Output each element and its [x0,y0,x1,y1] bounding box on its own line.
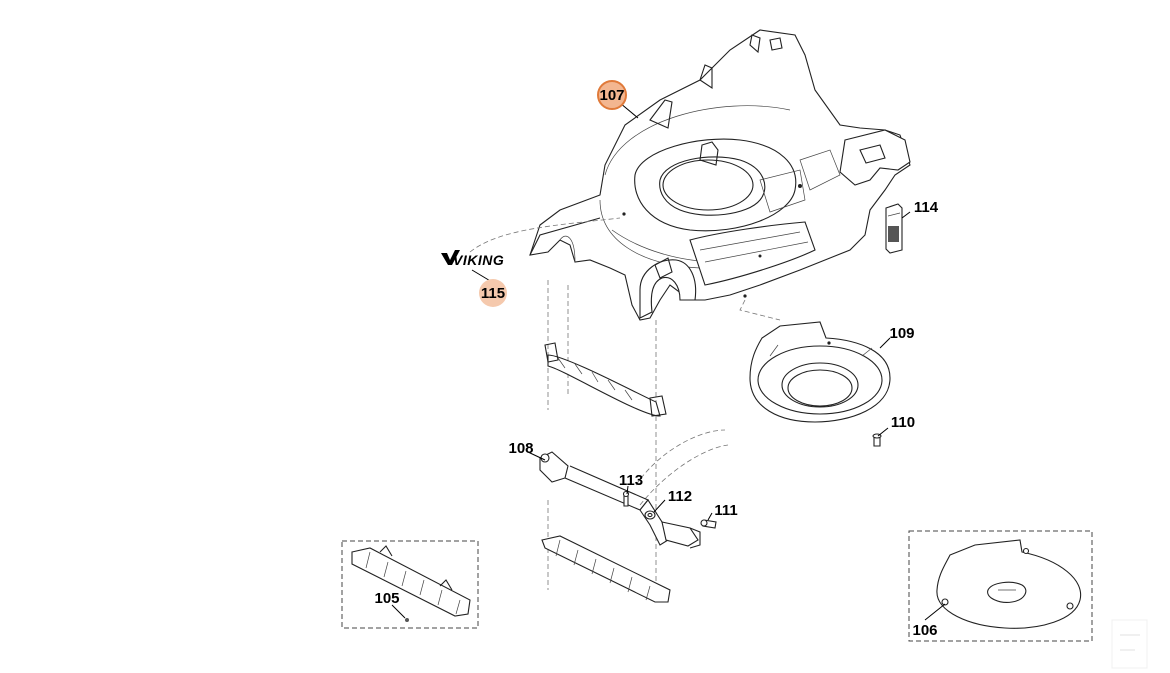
callout-115[interactable]: 115 [479,279,507,307]
blade-shroud-part-109[interactable] [749,321,891,423]
highlight-fill [479,279,507,307]
callout-label: 108 [508,440,533,457]
callout-108[interactable]: 108 [508,440,533,457]
part-105-frame [341,540,479,629]
leader-114 [901,211,911,219]
highlight-ring [597,80,627,110]
callout-106[interactable]: 106 [912,622,937,639]
assembly-line [739,299,781,321]
height-adjuster-part-105[interactable] [351,545,471,622]
leader-106 [924,603,946,621]
logo-decal-part-115[interactable]: VIKING [441,250,504,268]
leader-105 [391,604,406,619]
leader-110 [877,427,889,437]
leader-109 [879,337,891,349]
callout-label: 115 [481,285,505,302]
callout-label: 113 [619,472,643,489]
callout-113[interactable]: 113 [619,472,643,489]
callout-label: 110 [891,414,915,431]
screw-part-110[interactable] [872,433,882,447]
callout-label: 106 [912,622,937,639]
callout-111[interactable]: 111 [714,502,737,519]
callout-114[interactable]: 114 [914,199,939,216]
callout-label: 111 [714,502,737,519]
leader-113 [626,485,629,495]
leader-107 [619,102,639,119]
leader-112 [653,499,666,513]
callout-107[interactable]: 107 [597,80,627,110]
leader-108 [527,451,546,461]
callout-label: 107 [599,87,624,104]
callout-label: 105 [374,590,399,607]
washer-part-112[interactable] [644,510,656,520]
logo-mark-icon [441,250,460,265]
callout-109[interactable]: 109 [889,325,914,342]
callout-112[interactable]: 112 [668,488,692,505]
height-adjuster-context [541,535,671,603]
callout-label: 112 [668,488,692,505]
bolt-part-113[interactable] [622,490,630,507]
handle-context [544,342,729,506]
cover-disc-part-106[interactable] [936,539,1082,629]
clip-part-114[interactable] [885,203,903,254]
logo-text: VIKING [453,252,504,268]
callout-label: 114 [914,199,939,216]
leader-111 [707,512,713,521]
part-106-frame [908,530,1093,642]
callout-110[interactable]: 110 [891,414,915,431]
callout-label: 109 [889,325,914,342]
screw-part-111[interactable] [700,519,717,529]
deck-housing-part-107[interactable] [529,29,911,321]
decal-placement-line [469,217,621,253]
watermark [1111,619,1148,669]
callout-105[interactable]: 105 [374,590,399,607]
rear-axle-part-108[interactable] [539,451,701,549]
